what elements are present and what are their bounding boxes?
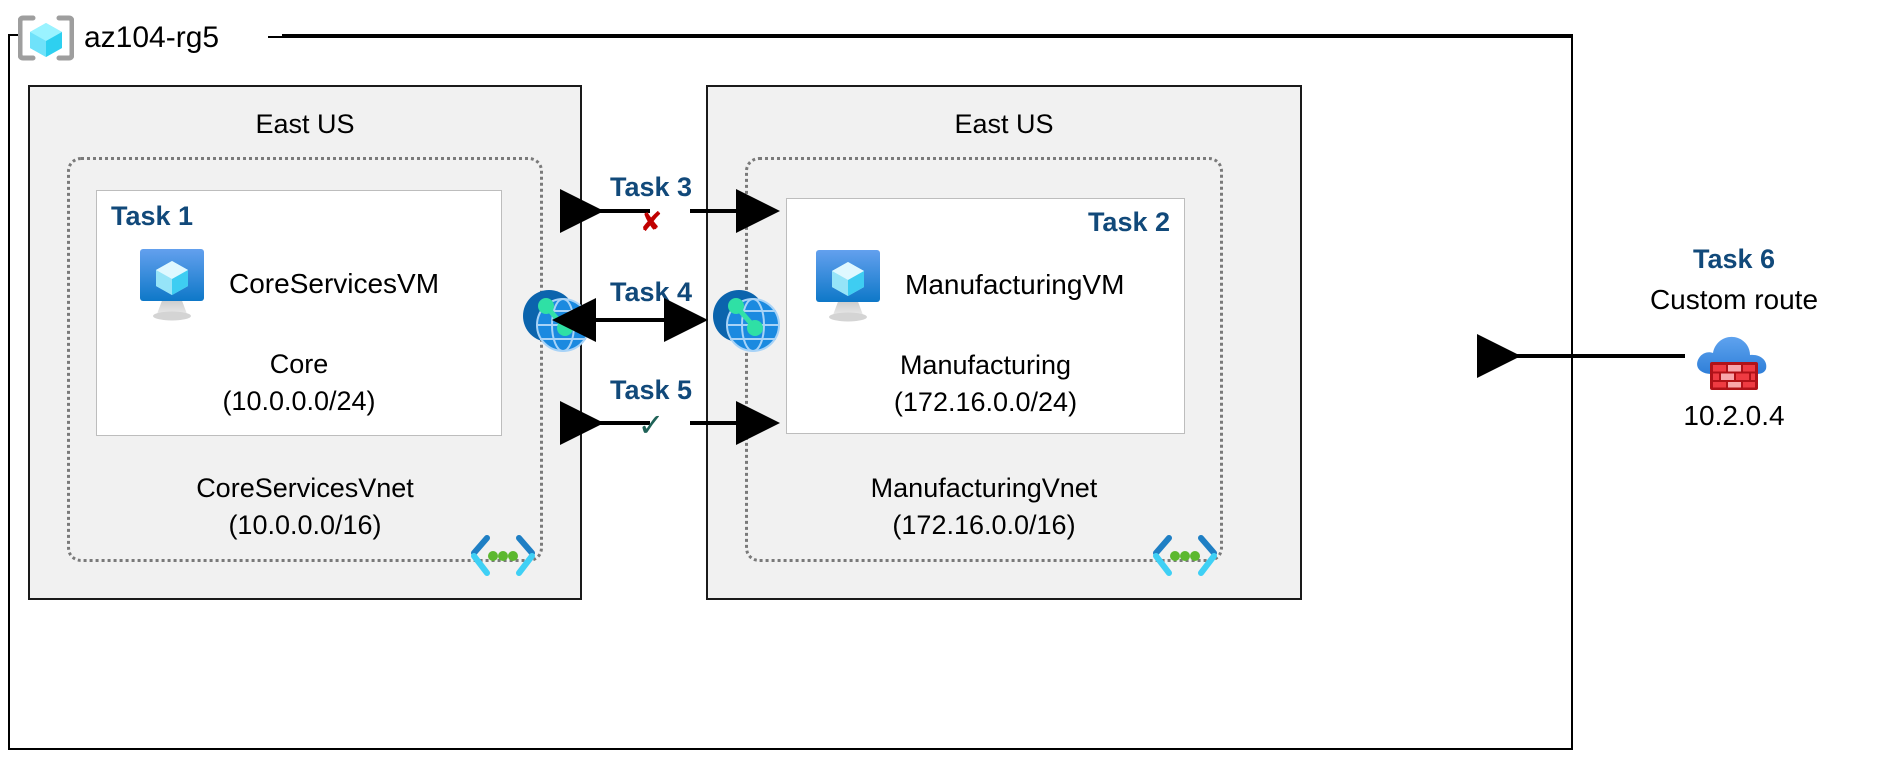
virtual-machine-icon [133, 246, 211, 322]
connection-arrow-task-4 [552, 298, 708, 342]
connection-status-task-5: ✓ [637, 407, 665, 443]
vnet-box-manufacturing [745, 157, 1223, 562]
task-label-2: Task 2 [1087, 207, 1170, 237]
connection-label-task-5: Task 5 [609, 375, 693, 405]
subnet-box-core: Task 1 [96, 190, 502, 436]
firewall-icon [1690, 322, 1776, 396]
task-label-6: Task 6 [1692, 244, 1776, 274]
resource-group-name: az104-rg5 [84, 21, 220, 54]
custom-route-title: Custom route [1649, 284, 1819, 315]
subnet-label-manufacturing: Manufacturing (172.16.0.0/24) [893, 350, 1078, 418]
resource-group-header: az104-rg5 [17, 15, 220, 61]
vnet-peering-icon [709, 283, 783, 357]
vnet-label-manufacturing: ManufacturingVnet (172.16.0.0/16) [870, 473, 1098, 541]
firewall-ip-label: 10.2.0.4 [1683, 400, 1785, 431]
connection-arrow-task-3 [560, 189, 780, 233]
connection-label-task-4: Task 4 [609, 277, 693, 307]
resource-group-title-mask [22, 16, 282, 58]
region-label-left: East US [255, 109, 355, 139]
resource-group-top-edge [268, 36, 1571, 38]
subnet-label-core: Core (10.0.0.0/24) [222, 349, 376, 417]
vm-manufacturing: ManufacturingVM [809, 247, 1124, 323]
vnet-box-core [67, 157, 543, 562]
azure-resource-group-icon [17, 15, 75, 61]
virtual-machine-icon [809, 247, 887, 323]
connection-arrow-task-5 [560, 401, 780, 445]
resource-group-boundary [8, 34, 1573, 750]
vnet-icon [1152, 533, 1218, 579]
connection-status-task-3: ✘ [639, 207, 663, 237]
vm-name-manufacturing: ManufacturingVM [905, 269, 1125, 300]
custom-route-arrow [1477, 334, 1685, 378]
vnet-icon [470, 533, 536, 579]
region-label-right: East US [954, 109, 1054, 139]
connection-label-task-3: Task 3 [609, 172, 693, 202]
vm-core-services: CoreServicesVM [133, 246, 439, 322]
vm-name-core: CoreServicesVM [229, 268, 440, 299]
task-label-1: Task 1 [111, 201, 194, 231]
subnet-box-manufacturing: Task 2 [786, 198, 1185, 434]
vnet-label-core: CoreServicesVnet (10.0.0.0/16) [196, 473, 414, 541]
